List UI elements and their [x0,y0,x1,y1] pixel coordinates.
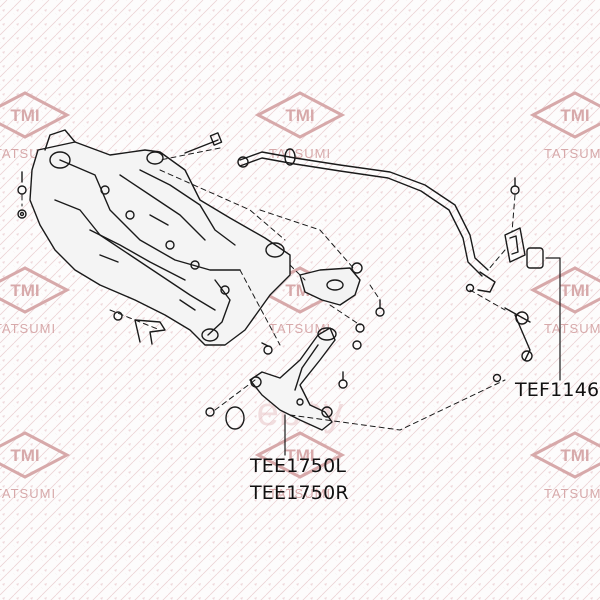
tatsumi-watermark-logo: TMI TATSUMI [529,91,600,161]
watermark-brand-text: TATSUMI [544,321,600,336]
tatsumi-watermark-logo: TMI TATSUMI [254,431,346,501]
stabilizer-link [465,283,533,383]
tatsumi-watermark-logo: TMI TATSUMI [529,266,600,336]
callout-control-arm-right: TEE1750R [250,482,349,504]
watermark-logo-text: TMI [560,446,589,465]
tatsumi-watermark-logo: TMI TATSUMI [254,91,346,161]
stabilizer-bar [237,148,496,293]
watermark-brand-text: TATSUMI [269,146,331,161]
leader-lines [284,257,561,456]
stabilizer-bushing [504,177,544,269]
watermark-logo-text: TMI [560,106,589,125]
callout-stabilizer-link: TEF1146 [515,379,600,401]
tatsumi-watermark-logo: TMI TATSUMI [0,431,71,501]
watermark-brand-text: TATSUMI [0,486,56,501]
watermark-logo-text: TMI [10,281,39,300]
watermark-logo-text: TMI [285,446,314,465]
watermark-brand-text: TATSUMI [269,321,331,336]
watermark-logo-text: TMI [285,106,314,125]
callout-control-arm-left: TEE1750L [250,455,347,477]
tatsumi-watermark-logo: TMI TATSUMI [529,431,600,501]
watermark-brand-text: TATSUMI [544,486,600,501]
watermark-brand-text: TATSUMI [0,321,56,336]
knuckle-bracket [299,262,385,350]
watermark-logo-text: TMI [560,281,589,300]
watermark-brand-text: TATSUMI [544,146,600,161]
tatsumi-watermark-logo: TMI TATSUMI [0,266,71,336]
watermark-logo-text: TMI [10,446,39,465]
watermark-brand-text: TATSUMI [269,486,331,501]
subframe-hardware [17,171,166,345]
subframe-bolt [184,132,223,154]
watermark-logo-text: TMI [10,106,39,125]
lower-control-arm [205,327,348,431]
subframe [29,129,291,346]
assembly-lines [21,147,516,431]
